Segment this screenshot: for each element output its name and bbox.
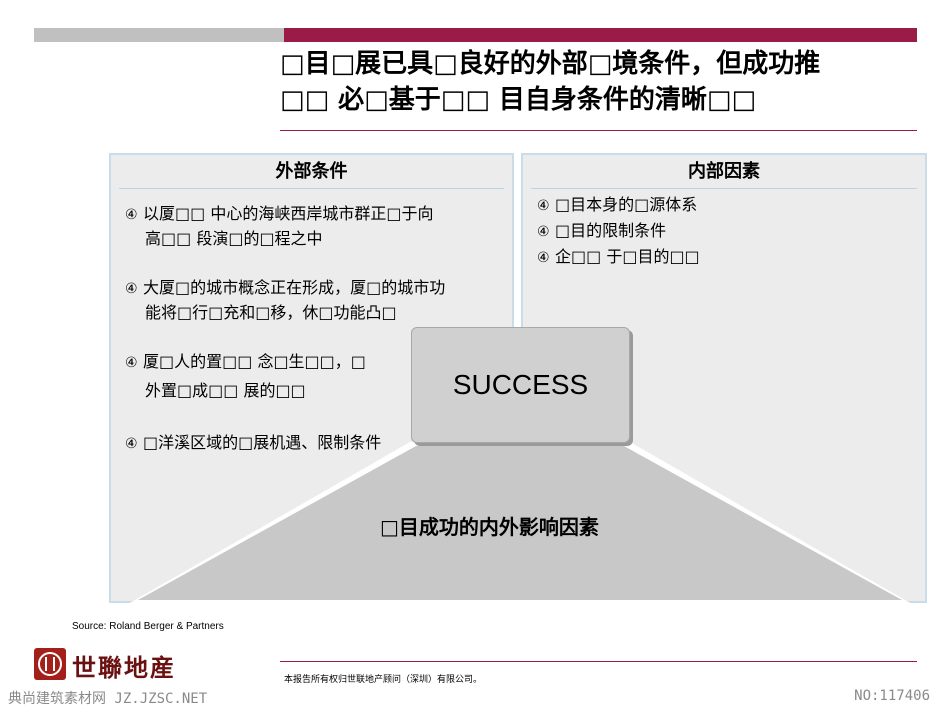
bullet-icon: ④ [125,207,138,223]
list-item: ④□目的限制条件 [537,219,666,244]
bullet-icon: ④ [537,198,550,214]
header-bar-gray [34,28,284,42]
panel-divider [531,188,917,189]
title-line-2: □□ 必□基于□□ 目自身条件的清晰□□ [280,85,757,115]
company-logo-icon [34,648,66,680]
footer-divider [280,661,917,662]
title-divider [280,130,917,131]
panel-divider [119,188,504,189]
external-conditions-heading: 外部条件 [275,161,348,182]
slide-title: □目□展已具□良好的外部□境条件，但成功推 □□ 必□基于□□ 目自身条件的清晰… [280,46,920,118]
bullet-icon: ④ [537,224,550,240]
success-label: SUCCESS [452,369,589,400]
list-item: ④□洋溪区域的□展机遇、限制条件 [125,431,381,456]
internal-factors-heading: 内部因素 [688,161,760,182]
watermark-left: 典尚建筑素材网 JZ.JZSC.NET [8,691,208,707]
list-item: ④□目本身的□源体系 [537,193,697,218]
triangle-fill [138,446,902,600]
source-note: Source: Roland Berger & Partners [72,621,224,632]
title-line-1: □目□展已具□良好的外部□境条件，但成功推 [280,49,821,79]
watermark-right: NO:117406 [854,688,930,704]
bullet-icon: ④ [125,355,138,371]
triangle-label: □目成功的内外影响因素 [380,515,599,539]
bullet-icon: ④ [537,250,550,266]
bullet-icon: ④ [125,436,138,452]
header-bar-accent [284,28,917,42]
bullet-icon: ④ [125,281,138,297]
success-box: SUCCESS [411,327,630,443]
company-logo-text: 世聯地産 [72,653,176,682]
copyright-note: 本报告所有权归世联地产顾问（深圳）有限公司。 [284,675,483,685]
